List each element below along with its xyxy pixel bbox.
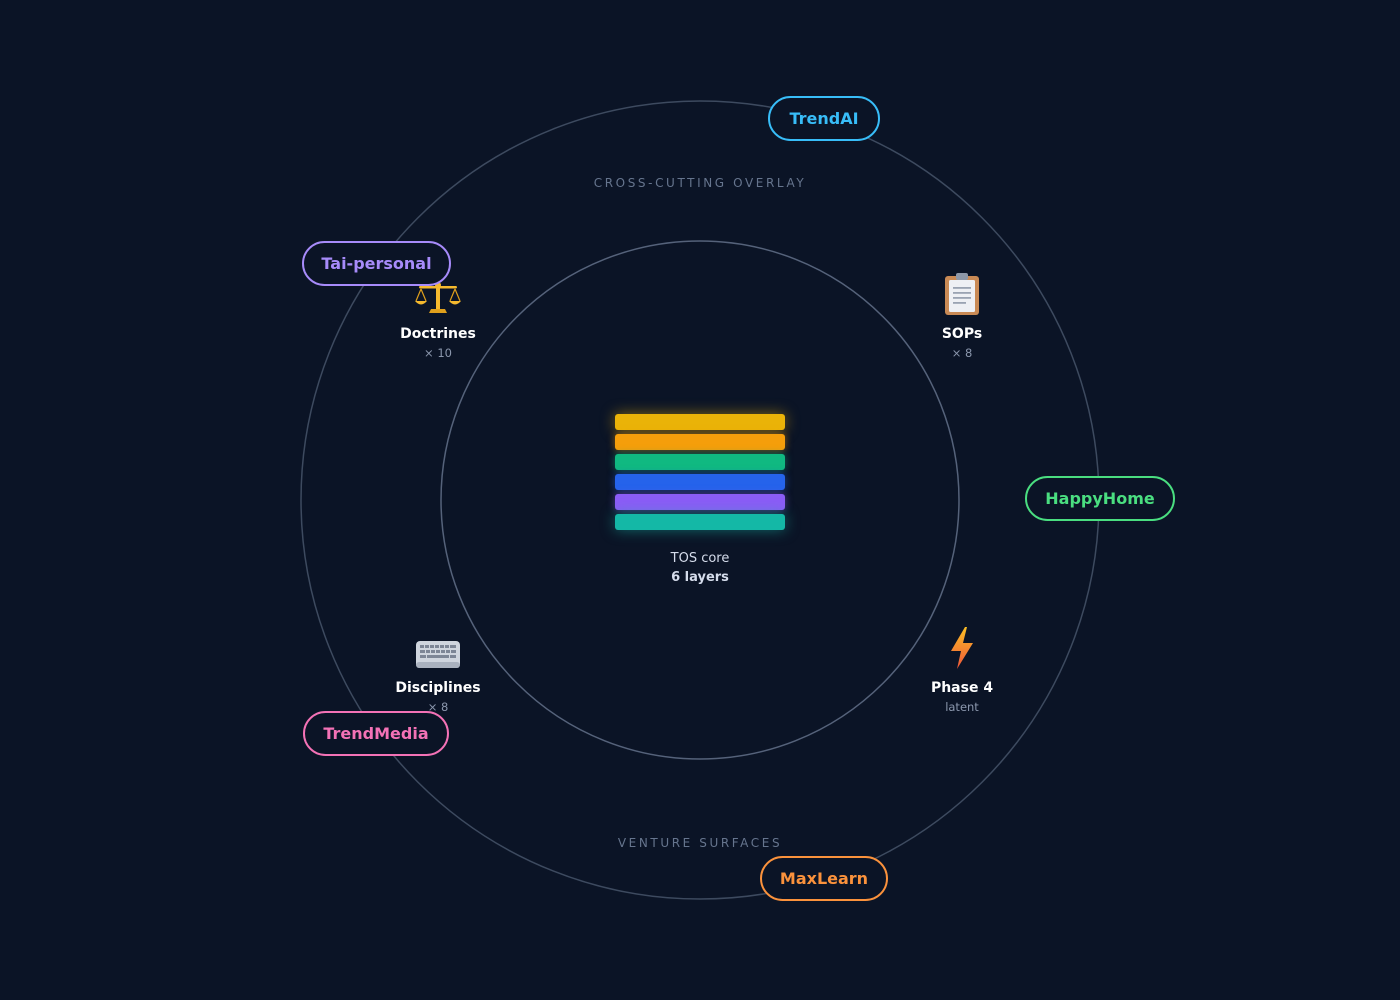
node-phase4-title: Phase 4 <box>930 680 994 696</box>
core-stack <box>615 414 785 534</box>
venture-trendai-label: TrendAI <box>789 109 859 128</box>
surfaces-label: VENTURE SURFACES <box>617 836 783 850</box>
node-disciplines[interactable]: Disciplines × 8 <box>358 624 518 714</box>
core-subtitle: 6 layers <box>671 570 729 585</box>
node-doctrines[interactable]: Doctrines × 10 <box>358 270 518 360</box>
core-layer-2 <box>615 434 785 450</box>
venture-happyhome-label: HappyHome <box>1045 489 1155 508</box>
venture-pill-happyhome[interactable]: HappyHome <box>1025 476 1175 521</box>
venture-pill-tai-personal[interactable]: Tai-personal <box>302 241 451 286</box>
node-phase4-status: latent <box>945 700 979 714</box>
node-sops[interactable]: SOPs × 8 <box>882 270 1042 360</box>
inner-ring <box>440 240 960 760</box>
node-sops-count: × 8 <box>951 346 973 360</box>
node-disciplines-count: × 8 <box>427 700 449 714</box>
balance-scale-icon <box>358 270 518 316</box>
node-disciplines-title: Disciplines <box>395 680 481 696</box>
node-sops-title: SOPs <box>941 326 983 342</box>
lightning-icon <box>882 624 1042 670</box>
venture-pill-trendmedia[interactable]: TrendMedia <box>303 711 449 756</box>
core-layer-4 <box>615 474 785 490</box>
node-phase4[interactable]: Phase 4 latent <box>882 624 1042 714</box>
node-doctrines-count: × 10 <box>424 346 452 360</box>
venture-pill-maxlearn[interactable]: MaxLearn <box>760 856 888 901</box>
venture-pill-trendai[interactable]: TrendAI <box>768 96 880 141</box>
keyboard-icon <box>358 624 518 670</box>
venture-trendmedia-label: TrendMedia <box>323 724 429 743</box>
node-doctrines-title: Doctrines <box>400 326 476 342</box>
core-caption: TOS core 6 layers <box>600 549 800 587</box>
core-title: TOS core <box>670 551 730 566</box>
core-layer-3 <box>615 454 785 470</box>
venture-tai-personal-label: Tai-personal <box>321 254 432 273</box>
core-layer-6 <box>615 514 785 530</box>
venture-maxlearn-label: MaxLearn <box>779 869 869 888</box>
clipboard-icon <box>882 270 1042 316</box>
core-layer-1 <box>615 414 785 430</box>
overlay-label: CROSS-CUTTING OVERLAY <box>593 176 807 190</box>
core-layer-5 <box>615 494 785 510</box>
